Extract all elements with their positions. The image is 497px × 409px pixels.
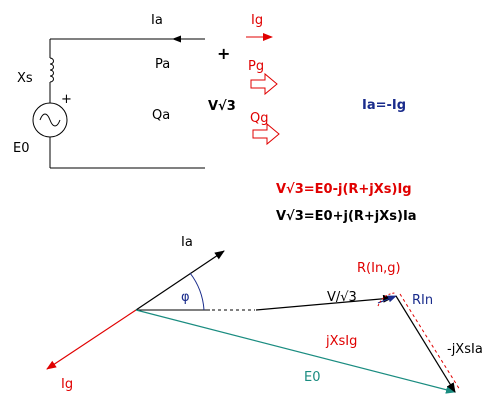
phasor-label-v: V/√3 (327, 290, 357, 305)
phasor-rin (377, 295, 397, 304)
label-xs: Xs (17, 71, 33, 86)
label-ia-circuit: Ia (151, 13, 163, 28)
label-pa: Pa (155, 57, 170, 72)
phasor-label-jxsig: jXsIg (325, 334, 357, 349)
phasor-r-ing-dotted (377, 292, 396, 307)
current-relation: Ia=-Ig (362, 98, 406, 113)
sine-wave-icon (39, 113, 61, 127)
phasor-e0 (135, 309, 456, 394)
label-qa: Qa (152, 108, 170, 123)
phasor-ia (135, 250, 225, 311)
phasor-label-ig: Ig (61, 377, 73, 392)
qg-hollow-arrow (252, 122, 280, 146)
label-pg: Pg (248, 59, 264, 74)
phasor-label-rin: RIn (412, 293, 433, 308)
phasor-label-r-ing: R(In,g) (357, 261, 401, 276)
pg-hollow-arrow (250, 72, 278, 96)
equations: V√3=E0-j(R+jXs)Ig V√3=E0+j(R+jXs)Ia (276, 182, 417, 224)
phasor-label-minus-jxsia: -jXsIa (447, 342, 483, 357)
label-e0-source: E0 (13, 141, 30, 156)
inductor-xs (49, 57, 54, 83)
phasor-jxsig-dotted (399, 293, 461, 391)
label-voltage: V√3 (208, 99, 236, 114)
phasor-vectors: Ia φ Ig V/√3 R(In,g) RIn jXsIg -jXsIa E0 (46, 235, 483, 394)
phi-angle-arc (189, 272, 205, 311)
phasor-v-solid-2 (255, 294, 393, 311)
circuit: Ia Xs Pa Qa E0 + + V√3 (13, 13, 236, 169)
phasor-label-phi: φ (181, 290, 190, 305)
phasor-ig (46, 309, 137, 370)
phasor-minus-jxsia (395, 295, 456, 393)
equation-generator: V√3=E0-j(R+jXs)Ig (276, 182, 412, 197)
label-qg: Qg (250, 111, 268, 126)
node-plus-sign: + (217, 44, 230, 63)
source-plus-sign: + (61, 92, 72, 107)
equation-motor: V√3=E0+j(R+jXs)Ia (276, 209, 417, 224)
label-ig-grid: Ig (251, 13, 263, 28)
phasor-label-ia: Ia (181, 235, 193, 250)
grid-side: Ig Pg Qg Ia=-Ig (246, 13, 406, 146)
phasor-label-e0: E0 (304, 370, 321, 385)
ia-current-arrow (172, 35, 181, 43)
